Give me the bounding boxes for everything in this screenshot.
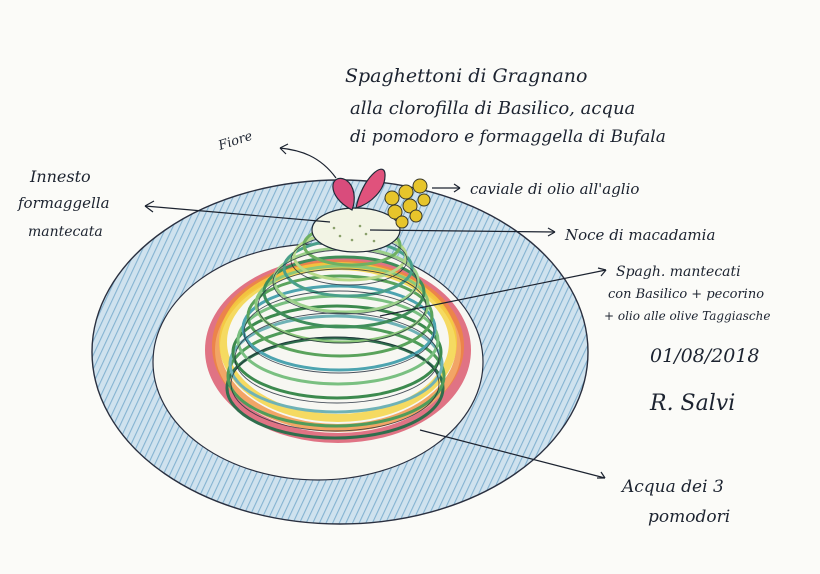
label-spaghetti-1: Spagh. mantecati — [616, 264, 741, 280]
label-fiore: Fiore — [216, 129, 255, 154]
signature: R. Salvi — [649, 391, 735, 416]
dish-title-line-3: di pomodoro e formaggella di Bufala — [350, 127, 666, 147]
label-innesto-3: mantecata — [28, 224, 103, 240]
sketch-date: 01/08/2018 — [650, 345, 760, 367]
dish-title-line-2: alla clorofilla di Basilico, acqua — [350, 98, 635, 119]
plate-well — [153, 244, 483, 480]
label-caviale: caviale di olio all'aglio — [470, 180, 639, 198]
label-innesto-1: Innesto — [29, 167, 91, 186]
label-spaghetti-3: + olio alle olive Taggiasche — [604, 309, 770, 323]
label-acqua-1: Acqua dei 3 — [620, 477, 724, 497]
label-noce: Noce di macadamia — [564, 226, 715, 244]
label-innesto-2: formaggella — [17, 194, 110, 212]
dish-title-line-1: Spaghettoni di Gragnano — [345, 65, 587, 87]
label-acqua-2: pomodori — [648, 507, 730, 527]
label-spaghetti-2: con Basilico + pecorino — [608, 287, 764, 302]
